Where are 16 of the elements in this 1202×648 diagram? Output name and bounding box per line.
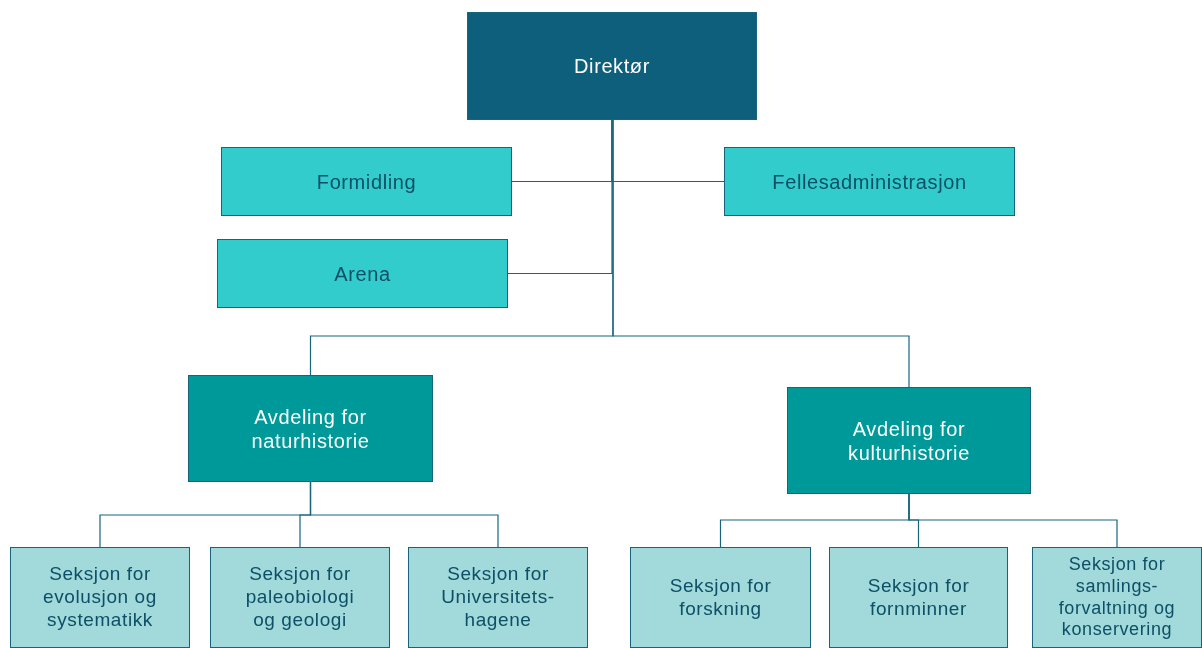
- connector-line: [908, 493, 1118, 548]
- staff-unit-box: Formidling: [221, 147, 512, 216]
- section-box: Seksjon for Universitets-hagene: [408, 547, 588, 648]
- section-box: Seksjon for forskning: [630, 547, 811, 648]
- connector-line: [507, 119, 613, 275]
- connector-line: [612, 119, 910, 388]
- department-box: Avdeling for kulturhistorie: [787, 387, 1031, 494]
- staff-unit-box: Fellesadministrasjon: [724, 147, 1015, 216]
- staff-unit-box: Arena: [217, 239, 508, 308]
- connector-line: [309, 481, 499, 548]
- department-box: Avdeling for naturhistorie: [188, 375, 433, 482]
- section-box: Seksjon for paleobiologi og geologi: [210, 547, 390, 648]
- section-box: Seksjon for fornminner: [829, 547, 1008, 648]
- section-box: Seksjon for samlings-forvaltning og konservering: [1032, 547, 1202, 648]
- section-box: Seksjon for evolusjon og systematikk: [10, 547, 190, 648]
- director-box: Direktør: [467, 12, 757, 120]
